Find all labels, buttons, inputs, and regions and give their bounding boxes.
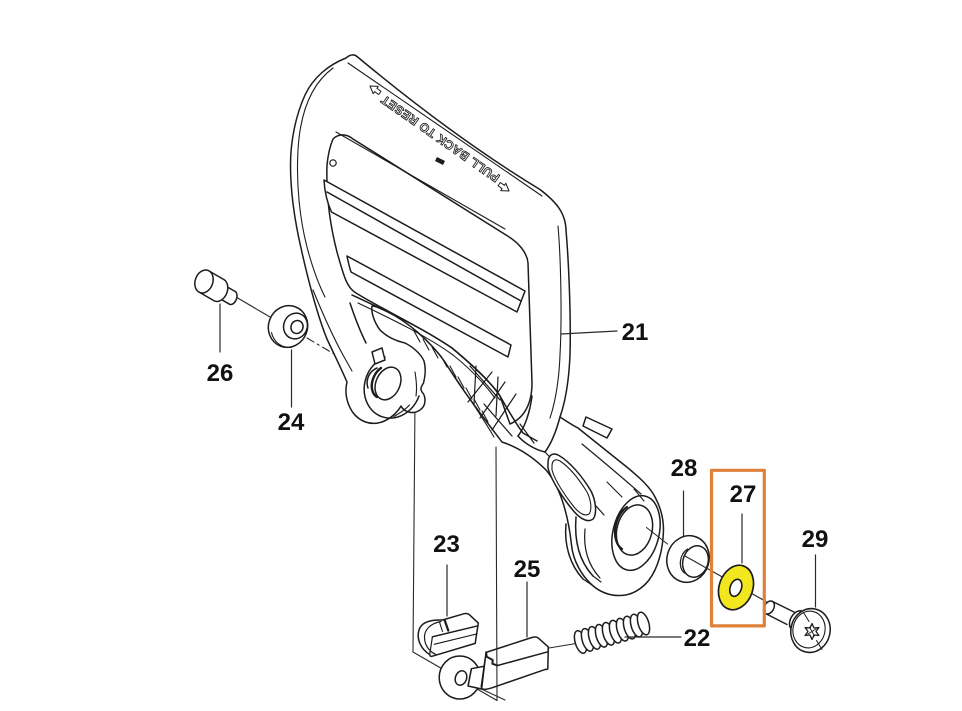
svg-text:25: 25 (514, 556, 541, 583)
svg-text:27: 27 (730, 481, 757, 508)
svg-text:29: 29 (802, 526, 829, 553)
svg-text:26: 26 (207, 360, 234, 387)
svg-text:22: 22 (684, 625, 711, 652)
svg-text:24: 24 (278, 409, 305, 436)
svg-text:21: 21 (622, 319, 649, 346)
svg-text:28: 28 (671, 455, 698, 482)
svg-text:23: 23 (433, 531, 460, 558)
